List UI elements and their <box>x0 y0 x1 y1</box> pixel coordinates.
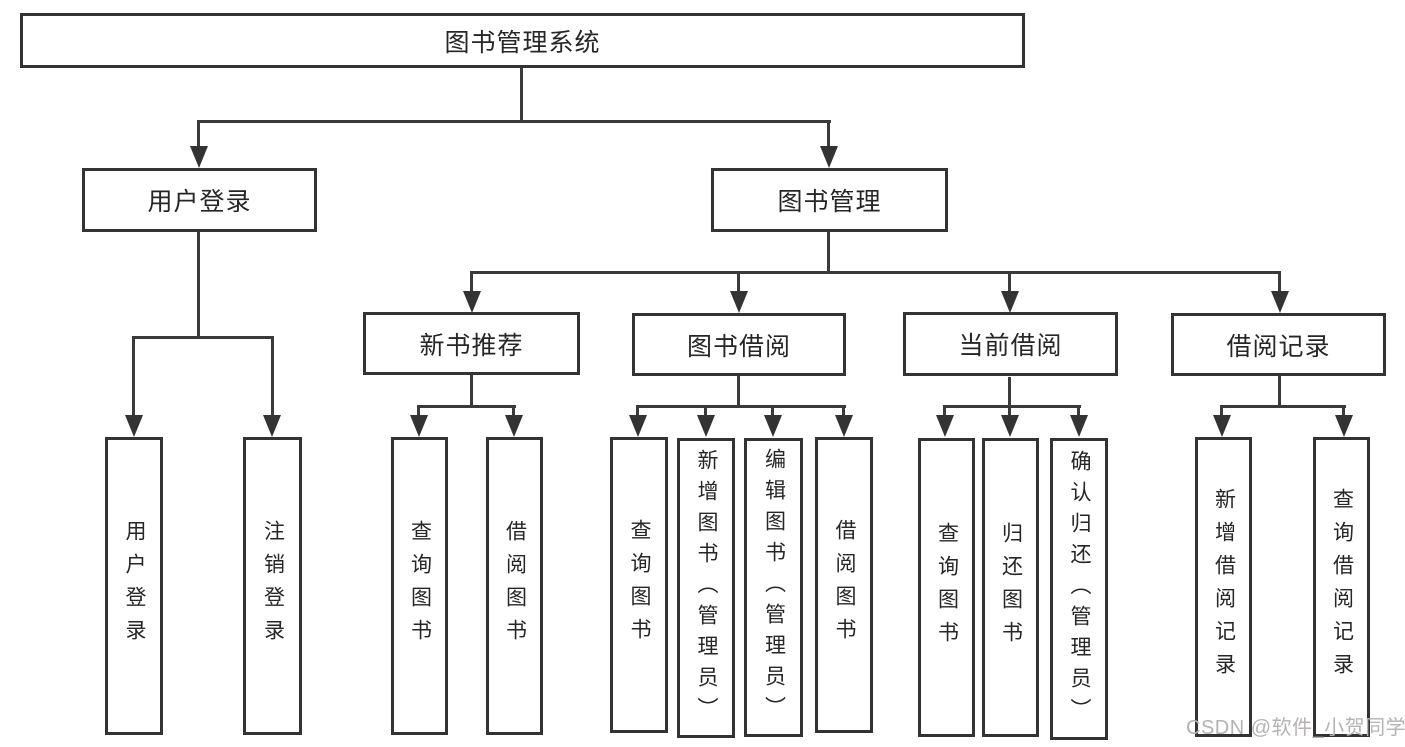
edge-stem <box>842 405 845 419</box>
edge-stem <box>1220 405 1223 419</box>
edge-book-borrow-trunk <box>737 376 740 407</box>
leaf-label: 新增图书（管理员） <box>695 448 718 728</box>
leaf-label: 注销登录 <box>261 520 285 652</box>
node-new-book-recommend: 新书推荐 <box>363 312 580 375</box>
edge-root-trunk <box>520 68 523 122</box>
arrow-down-icon <box>835 415 853 437</box>
node-book-borrow: 图书借阅 <box>632 313 846 376</box>
node-book-management-label: 图书管理 <box>777 188 882 216</box>
leaf-edit-books-admin: 编辑图书（管理员） <box>744 438 803 737</box>
arrow-down-icon <box>125 415 143 437</box>
leaf-label: 查询借阅记录 <box>1330 488 1354 686</box>
arrow-down-icon <box>463 291 481 313</box>
leaf-label: 查询图书 <box>628 519 651 651</box>
edge-book-borrow-rail <box>636 405 846 408</box>
arrow-down-icon <box>820 146 838 168</box>
leaf-label: 借阅图书 <box>503 520 527 652</box>
edge-stem <box>417 405 420 419</box>
edge-stem <box>512 405 515 419</box>
edge-book-mgmt-trunk <box>827 232 830 273</box>
leaf-label: 查询图书 <box>935 521 959 654</box>
csdn-watermark: CSDN @软件_小贺同学 <box>1186 717 1405 739</box>
arrow-down-icon <box>1213 415 1231 437</box>
arrow-down-icon <box>730 291 748 313</box>
leaf-label: 编辑图书（管理员） <box>762 448 786 727</box>
leaf-return-books: 归还图书 <box>982 438 1039 737</box>
edge-root-rail <box>197 120 831 123</box>
leaf-query-borrow-record: 查询借阅记录 <box>1313 437 1370 737</box>
edge-stem <box>197 120 200 149</box>
edge-borrow-record-rail <box>1221 405 1346 408</box>
edge-current-borrow-trunk <box>1008 377 1011 407</box>
edge-stem <box>132 336 135 417</box>
node-book-borrow-label: 图书借阅 <box>686 332 791 361</box>
leaf-query-books-recommend: 查询图书 <box>391 437 448 735</box>
arrow-down-icon <box>505 415 523 437</box>
node-current-borrow-label: 当前借阅 <box>958 332 1063 360</box>
leaf-confirm-return-admin: 确认归还（管理员） <box>1050 438 1108 740</box>
edge-user-login-trunk <box>197 232 200 338</box>
arrow-down-icon <box>764 415 782 437</box>
edge-new-book-rail <box>417 405 516 408</box>
edge-stem <box>1278 271 1281 293</box>
edge-borrow-record-trunk <box>1278 376 1281 407</box>
edge-book-mgmt-rail <box>471 271 1281 274</box>
edge-current-borrow-rail <box>944 405 1081 408</box>
leaf-label: 归还图书 <box>999 521 1023 654</box>
arrow-down-icon <box>1271 291 1289 313</box>
node-current-borrow: 当前借阅 <box>903 312 1118 376</box>
edge-stem <box>1008 271 1011 293</box>
leaf-borrow-books-recommend: 借阅图书 <box>486 437 543 735</box>
leaf-logout: 注销登录 <box>243 437 302 735</box>
edge-stem <box>470 271 473 293</box>
edge-stem <box>943 405 946 419</box>
leaf-user-login: 用户登录 <box>105 437 163 735</box>
arrow-down-icon <box>263 415 281 437</box>
arrow-down-icon <box>1070 415 1088 437</box>
edge-stem <box>271 336 274 417</box>
leaf-add-borrow-record: 新增借阅记录 <box>1195 437 1252 737</box>
arrow-down-icon <box>1335 415 1353 437</box>
leaf-query-books-borrow: 查询图书 <box>610 437 668 733</box>
node-borrow-record: 借阅记录 <box>1171 313 1386 376</box>
node-borrow-record-label: 借阅记录 <box>1226 332 1331 361</box>
arrow-down-icon <box>697 415 715 437</box>
edge-stem <box>704 405 707 419</box>
leaf-label: 用户登录 <box>123 520 146 652</box>
leaf-label: 查询图书 <box>408 520 432 652</box>
arrow-down-icon <box>410 415 428 437</box>
node-root: 图书管理系统 <box>20 13 1025 68</box>
arrow-down-icon <box>1001 291 1019 313</box>
node-user-login: 用户登录 <box>82 168 317 232</box>
edge-stem <box>827 120 830 149</box>
edge-stem <box>636 405 639 419</box>
node-root-label: 图书管理系统 <box>444 28 601 57</box>
edge-stem <box>1077 405 1080 419</box>
leaf-query-books-current: 查询图书 <box>918 438 975 737</box>
arrow-down-icon <box>1001 415 1019 437</box>
edge-new-book-trunk <box>470 375 473 407</box>
edge-stem <box>1342 405 1345 419</box>
node-user-login-label: 用户登录 <box>147 188 252 216</box>
leaf-add-books-admin: 新增图书（管理员） <box>677 438 735 738</box>
edge-stem <box>737 271 740 293</box>
edge-stem <box>771 405 774 419</box>
node-book-management: 图书管理 <box>711 168 948 232</box>
node-new-book-recommend-label: 新书推荐 <box>419 331 524 360</box>
edge-stem <box>1008 405 1011 419</box>
leaf-label: 借阅图书 <box>833 519 856 651</box>
arrow-down-icon <box>190 146 208 168</box>
arrow-down-icon <box>936 415 954 437</box>
arrow-down-icon <box>629 415 647 437</box>
leaf-label: 确认归还（管理员） <box>1068 449 1091 729</box>
leaf-borrow-books: 借阅图书 <box>815 437 873 733</box>
leaf-label: 新增借阅记录 <box>1212 488 1236 686</box>
edge-user-login-rail <box>132 336 274 339</box>
